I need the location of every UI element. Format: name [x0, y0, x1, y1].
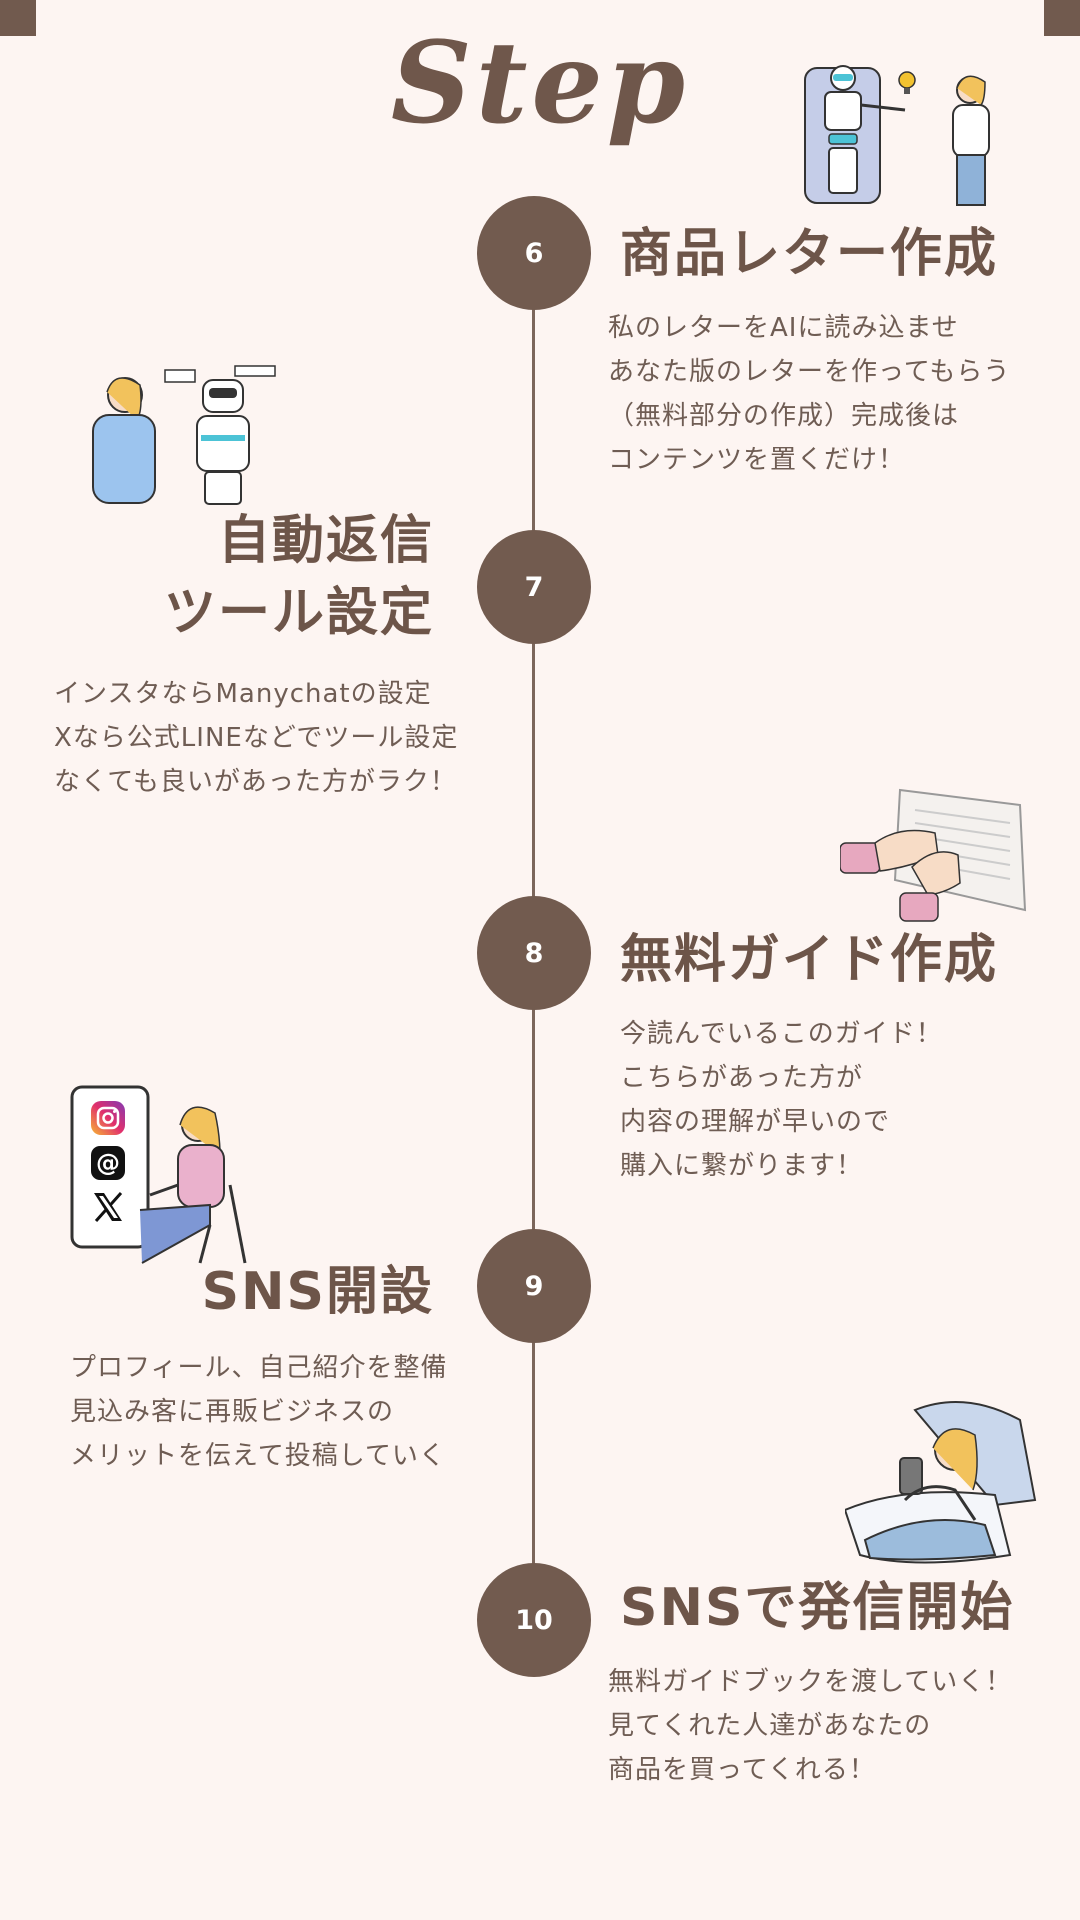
step-title-7: 自動返信 ツール設定 — [164, 505, 434, 649]
step-title-6: 商品レター作成 — [620, 224, 999, 284]
step-description-10: 無料ガイドブックを渡していく！ 見てくれた人達があなたの 商品を買ってくれる！ — [608, 1660, 1012, 1792]
step-title-line: 自動返信 — [217, 511, 434, 571]
hands-reading-book-illustration — [840, 788, 1027, 922]
description-line: 私のレターをAIに読み込ませ — [608, 313, 959, 343]
description-line: 見てくれた人達があなたの — [608, 1711, 932, 1741]
description-line: なくても良いがあった方がラク！ — [54, 767, 457, 797]
step-title-line: ツール設定 — [163, 583, 434, 643]
description-line: メリットを伝えて投稿していく — [70, 1441, 446, 1471]
step-number-6: 6 — [477, 196, 591, 310]
step-number-8: 8 — [477, 896, 591, 1010]
woman-in-bed-phone-illustration — [845, 1401, 1037, 1564]
step-description-7: インスタならManychatの設定 Xなら公式LINEなどでツール設定 なくても… — [54, 672, 458, 804]
description-line: 今読んでいるこのガイド！ — [620, 1019, 943, 1049]
robot-woman-illustration — [804, 65, 990, 206]
step-description-8: 今読んでいるこのガイド！ こちらがあった方が 内容の理解が早いので 購入に繋がり… — [620, 1012, 943, 1188]
step-title-9: SNS開設 — [201, 1262, 434, 1322]
step-number-7: 7 — [477, 530, 591, 644]
instagram-icon — [91, 1101, 125, 1135]
description-line: 商品を買ってくれる！ — [608, 1755, 876, 1785]
woman-phone-sns-illustration: @ — [70, 1085, 250, 1265]
description-line: こちらがあった方が — [620, 1063, 864, 1093]
step-description-6: 私のレターをAIに読み込ませ あなた版のレターを作ってもらう （無料部分の作成）… — [608, 306, 1010, 482]
description-line: プロフィール、自己紹介を整備 — [70, 1353, 448, 1383]
page-title: Step — [390, 18, 690, 149]
threads-icon: @ — [91, 1146, 125, 1180]
description-line: （無料部分の作成）完成後は — [608, 401, 960, 431]
description-line: あなた版のレターを作ってもらう — [608, 357, 1011, 387]
description-line: 見込み客に再販ビジネスの — [70, 1397, 395, 1427]
corner-decoration-right — [1044, 0, 1080, 36]
step-number-10: 10 — [477, 1563, 591, 1677]
step-title-8: 無料ガイド作成 — [620, 930, 999, 990]
description-line: 内容の理解が早いので — [620, 1107, 891, 1137]
description-line: Xなら公式LINEなどでツール設定 — [54, 723, 459, 753]
description-line: インスタならManychatの設定 — [54, 679, 432, 709]
step-number-9: 9 — [477, 1229, 591, 1343]
x-icon — [94, 1192, 123, 1222]
thinking-woman-robot-illustration — [92, 365, 276, 505]
step-description-9: プロフィール、自己紹介を整備 見込み客に再販ビジネスの メリットを伝えて投稿して… — [70, 1346, 447, 1478]
description-line: 購入に繋がります！ — [620, 1151, 864, 1181]
description-line: 無料ガイドブックを渡していく！ — [608, 1667, 1013, 1697]
description-line: コンテンツを置くだけ！ — [608, 445, 906, 475]
corner-decoration-left — [0, 0, 36, 36]
step-title-10: SNSで発信開始 — [620, 1578, 1015, 1638]
svg-text:@: @ — [96, 1149, 120, 1177]
